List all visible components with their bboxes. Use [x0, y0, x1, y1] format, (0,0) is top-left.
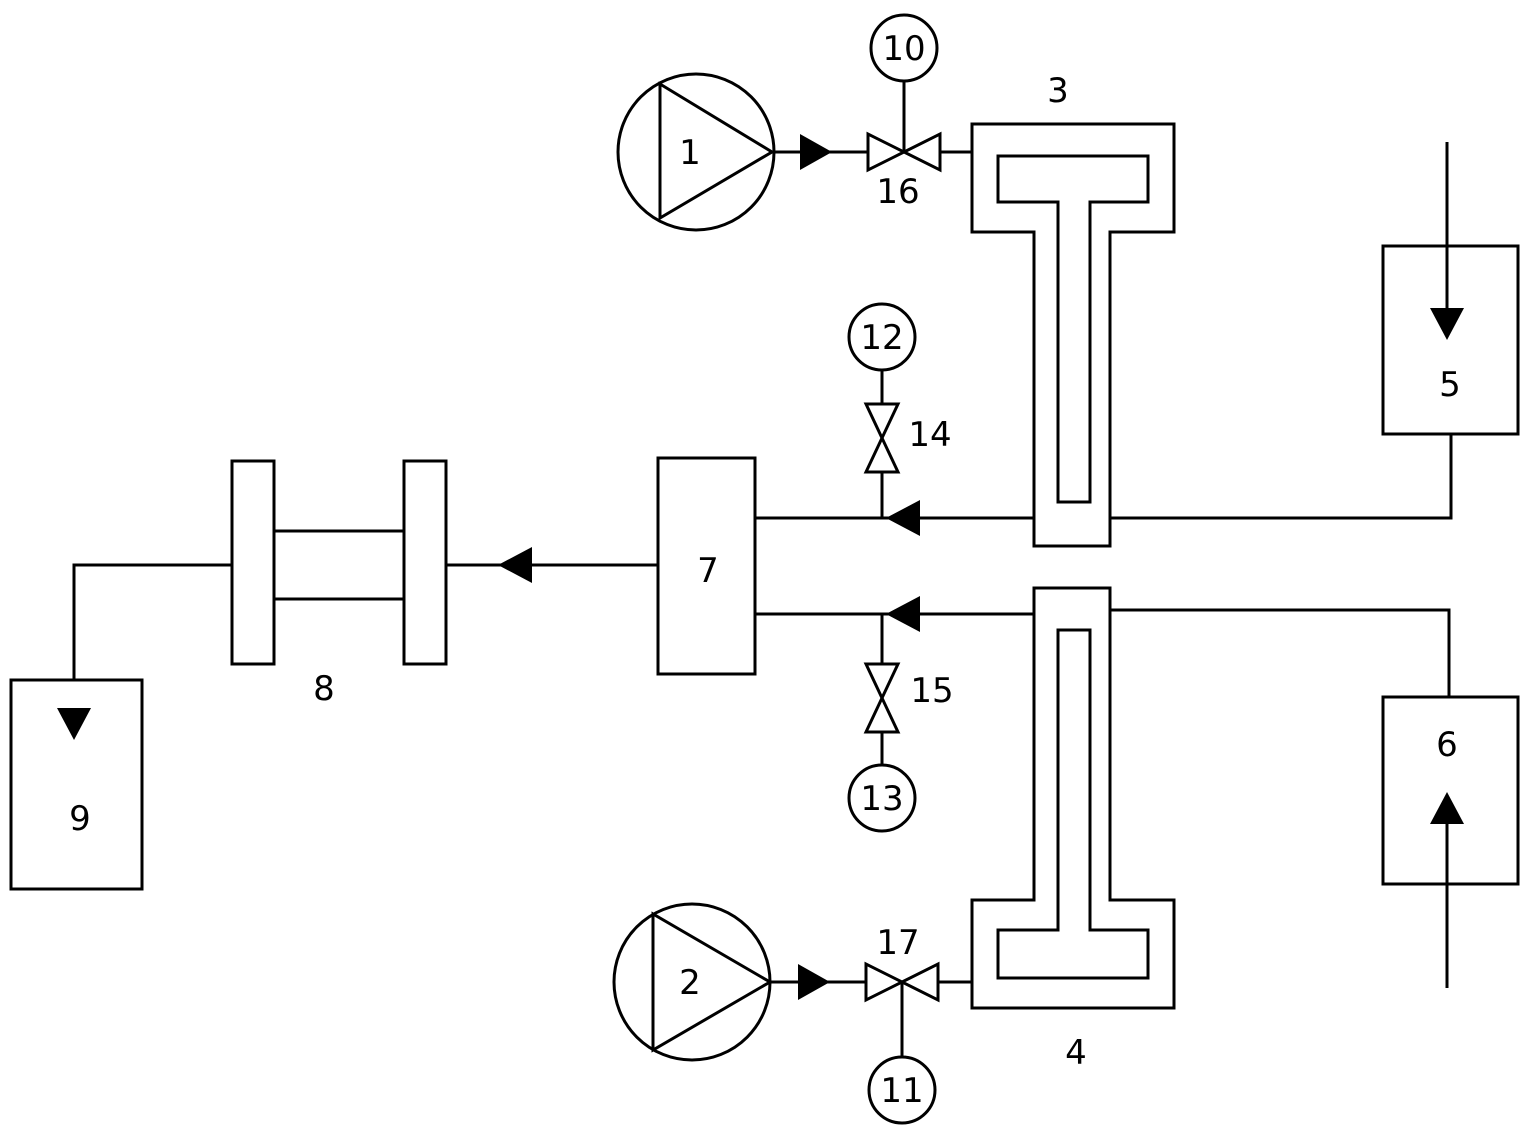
valve-15: [863, 614, 901, 766]
valve-14: [863, 370, 901, 518]
valve-14-label: 14: [908, 415, 951, 455]
down-arrow-icon: [57, 708, 91, 740]
down-arrow-icon: [1430, 308, 1464, 340]
gauge-13-label: 13: [860, 779, 903, 819]
up-arrow-icon: [1430, 792, 1464, 824]
filter-8-label: 8: [313, 669, 335, 709]
exchanger-3: [970, 122, 1176, 548]
flow-arrow-icon: [886, 500, 920, 536]
gauge-11: [867, 1055, 937, 1125]
valve-15-label: 15: [910, 671, 953, 711]
tank-6-label: 6: [1436, 725, 1458, 765]
gauge-13: [847, 763, 917, 833]
mixer-7-label: 7: [697, 551, 719, 591]
tank-5-label: 5: [1439, 365, 1461, 405]
pump-2: [612, 902, 773, 1062]
valve-17-label: 17: [876, 923, 919, 963]
flow-arrow-icon: [798, 964, 830, 1000]
flow-arrow-icon: [886, 596, 920, 632]
tank-6: [1381, 695, 1520, 886]
flow-arrow-icon: [498, 547, 532, 583]
pump-1-label: 1: [679, 133, 701, 173]
gauge-10: [869, 13, 939, 83]
exchanger-4-label: 4: [1065, 1033, 1087, 1073]
gauge-12: [847, 302, 917, 372]
exchanger-4: [970, 586, 1176, 1010]
valve-16: [866, 80, 942, 173]
gauge-12-label: 12: [860, 318, 903, 358]
filter-8: [230, 459, 448, 666]
flow-arrow-icon: [800, 134, 832, 170]
mixer-7: [656, 456, 757, 676]
valve-17: [864, 961, 940, 1058]
gauge-11-label: 11: [880, 1071, 923, 1111]
valve-16-label: 16: [876, 172, 919, 212]
pump-2-label: 2: [679, 963, 701, 1003]
tank-5: [1381, 244, 1520, 436]
exchanger-3-label: 3: [1047, 71, 1069, 111]
collector-9-label: 9: [69, 799, 91, 839]
gauge-10-label: 10: [882, 29, 925, 69]
